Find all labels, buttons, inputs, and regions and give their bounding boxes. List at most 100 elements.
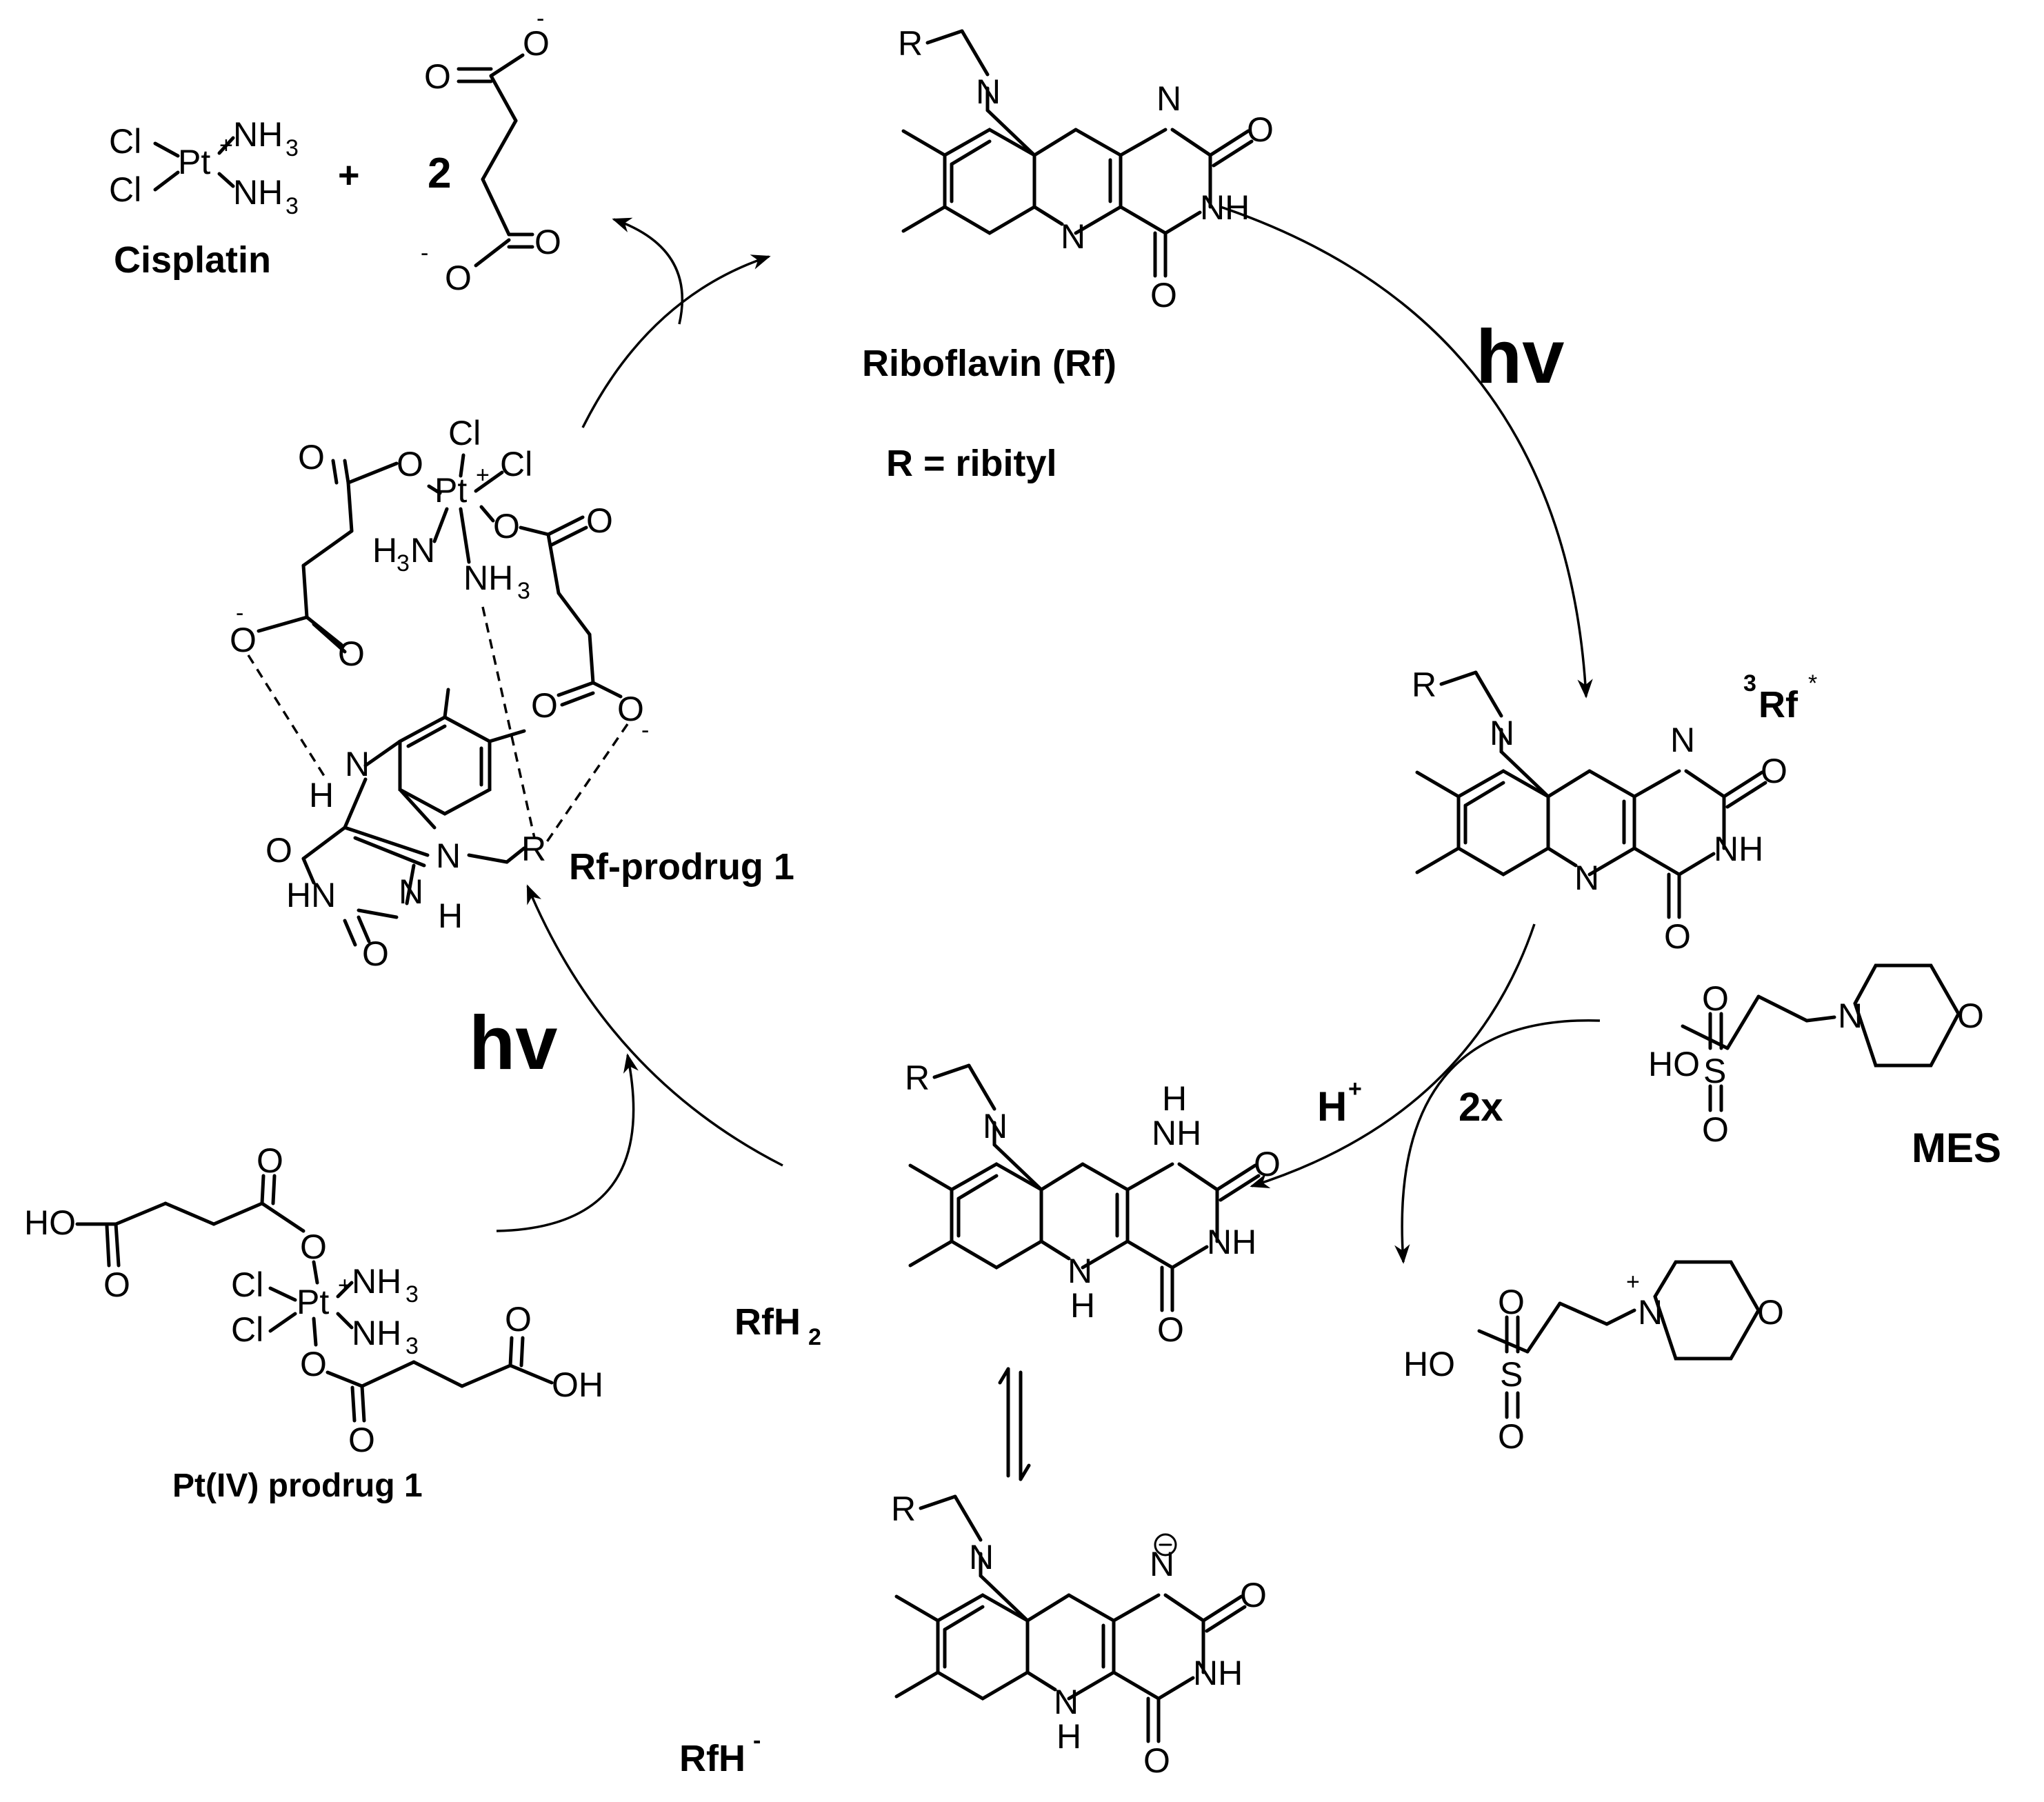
charge: - (641, 717, 649, 743)
atom-nh3: NH (352, 1262, 401, 1301)
atom-o: O (1664, 917, 1691, 956)
label-rfh-anion: RfH (679, 1738, 745, 1779)
atom-nh: NH (1207, 1223, 1256, 1261)
atom-n: N (1068, 1252, 1092, 1290)
rf-prodrug-structure: Pt + Cl Cl O O H 3 N NH 3 O O O - (230, 414, 649, 973)
atom-ho: HO (1403, 1345, 1455, 1383)
atom-o: O (338, 634, 365, 673)
atom-n: N (399, 872, 423, 911)
atom-n: N (1638, 1293, 1663, 1332)
atom-pt: Pt (178, 143, 210, 181)
subscript: 3 (397, 550, 410, 577)
atom-o: O (505, 1300, 532, 1339)
subscript: 3 (405, 1333, 419, 1359)
atom-h: H (1070, 1286, 1095, 1325)
label-cisplatin: Cisplatin (114, 239, 271, 281)
mes-structure: HO S O O N O (1648, 963, 1984, 1149)
atom-o: O (1240, 1576, 1267, 1614)
atom-o: O (531, 686, 558, 725)
arrow-excitation (1220, 206, 1593, 699)
atom-h: H (438, 897, 463, 935)
atom-o: O (1761, 752, 1787, 790)
coefficient: 2 (428, 150, 451, 197)
atom-n: N (436, 837, 461, 875)
plus-sign: + (338, 154, 360, 196)
arrow-mes-oxidation (1394, 1019, 1601, 1264)
atom-r: R (905, 1059, 930, 1097)
label-2x: 2x (1459, 1085, 1503, 1130)
atom-n: N (1670, 721, 1695, 759)
atom-n: N (983, 1107, 1008, 1145)
atom-nh: NH (1714, 830, 1763, 868)
atom-nh3: NH (352, 1314, 401, 1352)
label-proton: H (1317, 1083, 1347, 1130)
atom-cl: Cl (109, 170, 141, 209)
arrow-reduction (1250, 923, 1536, 1189)
atom-o: O (362, 934, 389, 973)
label-hv-excitation: hv (1476, 314, 1564, 399)
protonated-mes-structure: HO S O O N + O (1403, 1260, 1784, 1456)
label-rfh2-subscript: 2 (808, 1324, 821, 1350)
label-hv-reduction: hv (469, 1001, 557, 1085)
atom-o: O (1702, 1110, 1729, 1149)
atom-n: N (969, 1538, 994, 1576)
atom-n: N (1061, 217, 1085, 256)
label-triplet-superscript: 3 (1743, 670, 1756, 697)
label-rfh-anion-superscript: - (753, 1728, 761, 1754)
atom-n: N (345, 745, 370, 783)
atom-o: O (1143, 1741, 1170, 1780)
atom-o: O (523, 24, 550, 63)
atom-cl: Cl (231, 1310, 263, 1349)
atom-r: R (898, 24, 923, 63)
atom-pt: Pt (297, 1283, 329, 1321)
atom-o: O (397, 445, 423, 483)
atom-nh: NH (1193, 1654, 1243, 1692)
triplet-riboflavin-structure: R N N O NH N O (1412, 665, 1787, 956)
atom-cl: Cl (448, 414, 481, 452)
label-riboflavin: Riboflavin (Rf) (862, 343, 1116, 384)
charge: - (421, 240, 428, 266)
cisplatin-structure: Cl Cl Pt + NH 3 NH 3 (109, 115, 299, 219)
label-triplet-rf: Rf (1759, 684, 1798, 725)
label-r-definition: R = ribityl (886, 443, 1057, 484)
atom-ho: HO (1648, 1045, 1700, 1083)
atom-n: N (410, 531, 435, 570)
atom-o: O (230, 621, 257, 659)
arrow-prodrug-entry (496, 1053, 639, 1232)
atom-cl: Cl (500, 445, 532, 483)
arrow-to-rf-prodrug (526, 884, 783, 1167)
atom-n: N (1054, 1683, 1079, 1721)
atom-nh3: NH (233, 173, 283, 212)
atom-o: O (1247, 110, 1274, 149)
atom-o: O (534, 223, 561, 261)
atom-h: H (309, 776, 334, 814)
atom-o: O (1498, 1283, 1525, 1321)
atom-s: S (1703, 1052, 1726, 1090)
atom-o: O (586, 501, 613, 540)
atom-o: O (103, 1265, 130, 1304)
atom-n: N (976, 72, 1001, 111)
subscript: 3 (517, 578, 530, 604)
atom-oh: OH (552, 1365, 603, 1404)
atom-cl: Cl (231, 1265, 263, 1304)
atom-o: O (1957, 997, 1984, 1035)
atom-n: N (1156, 79, 1181, 118)
atom-nh: NH (1152, 1114, 1201, 1152)
arrow-regenerate-rf (581, 254, 771, 428)
label-proton-superscript: + (1348, 1076, 1362, 1102)
succinate-structure: O O - O O - (421, 6, 561, 297)
atom-o: O (300, 1228, 327, 1266)
subscript: 3 (405, 1281, 419, 1308)
atom-n: N (1490, 714, 1514, 752)
atom-r: R (1412, 665, 1436, 704)
atom-o: O (1150, 276, 1177, 314)
atom-o: O (300, 1345, 327, 1383)
arrow-release-cisplatin (612, 217, 683, 325)
atom-nh3: NH (233, 115, 283, 154)
rfh2-structure: R N NH H O NH N H O (905, 1059, 1281, 1349)
riboflavin-structure: R N N O NH N O (898, 24, 1274, 314)
atom-n: N (1838, 997, 1863, 1035)
atom-n: N (1150, 1545, 1174, 1583)
atom-o: O (257, 1141, 283, 1180)
